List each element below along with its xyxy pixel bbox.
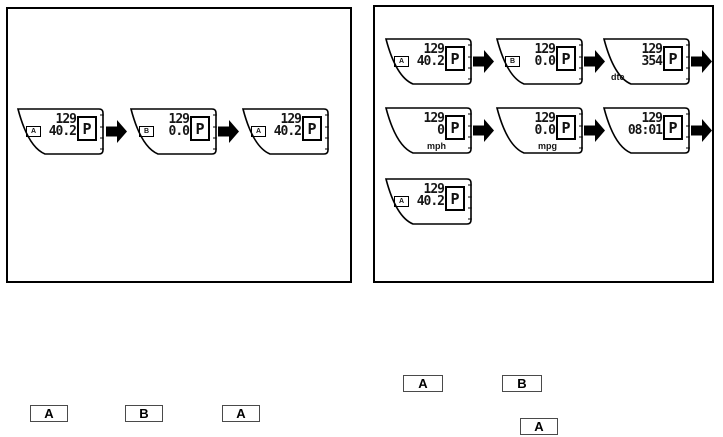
display-outline bbox=[241, 108, 329, 155]
button-callout-a: A bbox=[222, 405, 260, 422]
trip-value: 40.2 bbox=[48, 124, 77, 139]
display-outline bbox=[384, 178, 472, 225]
button-callout-label: B bbox=[139, 406, 149, 421]
gear-position-indicator: P bbox=[77, 116, 97, 141]
gear-position-indicator: P bbox=[663, 115, 683, 140]
trip-indicator: B bbox=[505, 56, 520, 67]
button-callout-a: A bbox=[520, 418, 558, 435]
fuel-economy-value: 0.0 bbox=[534, 123, 557, 138]
right-arrow-icon bbox=[584, 119, 605, 142]
right-arrow-icon bbox=[473, 119, 494, 142]
trip-value: 0.0 bbox=[168, 124, 191, 139]
dte-unit-label: dte bbox=[611, 72, 625, 82]
display-outline bbox=[129, 108, 217, 155]
mpg-unit-label: mpg bbox=[538, 141, 557, 151]
display-outline bbox=[384, 107, 472, 154]
odometer-value: 129 bbox=[641, 111, 664, 126]
button-callout-label: B bbox=[517, 376, 527, 391]
display-outline bbox=[495, 107, 583, 154]
odometer-value: 129 bbox=[55, 112, 78, 127]
odometer-value: 129 bbox=[423, 111, 446, 126]
lcd-display-dte: 129 354 dte P bbox=[601, 38, 690, 85]
trip-value: 40.2 bbox=[416, 194, 445, 209]
trip-indicator: A bbox=[394, 56, 409, 67]
gear-position-indicator: P bbox=[445, 46, 465, 71]
button-callout-label: A bbox=[44, 406, 54, 421]
trip-indicator: A bbox=[26, 126, 41, 137]
display-outline bbox=[16, 108, 104, 155]
gear-position-indicator: P bbox=[556, 115, 576, 140]
gear-position-indicator: P bbox=[445, 115, 465, 140]
button-callout-label: A bbox=[418, 376, 428, 391]
right-arrow-icon bbox=[106, 120, 127, 143]
lcd-display-clock: 129 08:01 P bbox=[601, 107, 690, 154]
display-outline bbox=[602, 107, 690, 154]
trip-value: 0.0 bbox=[534, 54, 557, 69]
gear-position-indicator: P bbox=[302, 116, 322, 141]
trip-indicator: A bbox=[394, 196, 409, 207]
button-callout-label: A bbox=[534, 419, 544, 434]
mph-unit-label: mph bbox=[427, 141, 446, 151]
button-callout-a: A bbox=[30, 405, 68, 422]
right-arrow-icon bbox=[473, 50, 494, 73]
button-callout-a: A bbox=[403, 375, 443, 392]
right-arrow-icon bbox=[218, 120, 239, 143]
trip-value: 40.2 bbox=[416, 54, 445, 69]
odometer-value: 129 bbox=[423, 182, 446, 197]
gear-position-indicator: P bbox=[445, 186, 465, 211]
speed-value: 0 bbox=[437, 123, 445, 138]
odometer-value: 129 bbox=[641, 42, 664, 57]
dte-value: 354 bbox=[641, 54, 664, 69]
lcd-display-trip-b: B 129 0.0 P bbox=[494, 38, 583, 85]
right-arrow-icon bbox=[691, 50, 712, 73]
lcd-display-trip-b: B 129 0.0 P bbox=[128, 108, 217, 155]
clock-value: 08:01 bbox=[627, 123, 663, 138]
odometer-value: 129 bbox=[423, 42, 446, 57]
right-arrow-icon bbox=[584, 50, 605, 73]
lcd-display-trip-a: A 129 40.2 P bbox=[240, 108, 329, 155]
button-callout-b: B bbox=[125, 405, 163, 422]
odometer-value: 129 bbox=[534, 42, 557, 57]
gear-position-indicator: P bbox=[663, 46, 683, 71]
gear-position-indicator: P bbox=[556, 46, 576, 71]
trip-indicator: A bbox=[251, 126, 266, 137]
gear-position-indicator: P bbox=[190, 116, 210, 141]
lcd-display-mph: 129 0 mph P bbox=[383, 107, 472, 154]
right-arrow-icon bbox=[691, 119, 712, 142]
odometer-value: 129 bbox=[168, 112, 191, 127]
lcd-display-mpg: 129 0.0 mpg P bbox=[494, 107, 583, 154]
display-outline bbox=[384, 38, 472, 85]
trip-value: 40.2 bbox=[273, 124, 302, 139]
trip-indicator: B bbox=[139, 126, 154, 137]
odometer-value: 129 bbox=[534, 111, 557, 126]
button-callout-b: B bbox=[502, 375, 542, 392]
button-callout-label: A bbox=[236, 406, 246, 421]
lcd-display-trip-a: A 129 40.2 P bbox=[15, 108, 104, 155]
display-outline bbox=[495, 38, 583, 85]
lcd-display-trip-a: A 129 40.2 P bbox=[383, 38, 472, 85]
lcd-display-trip-a: A 129 40.2 P bbox=[383, 178, 472, 225]
display-outline bbox=[602, 38, 690, 85]
odometer-value: 129 bbox=[280, 112, 303, 127]
